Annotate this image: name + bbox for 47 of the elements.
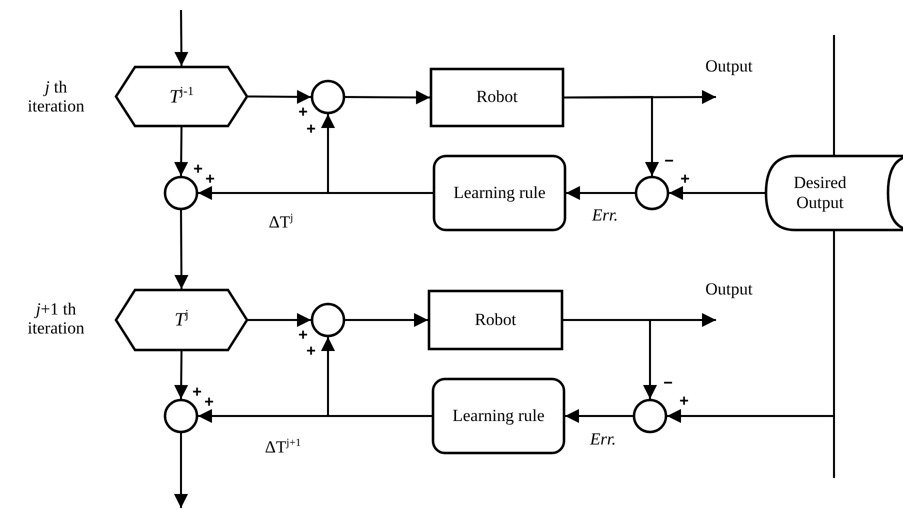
summing-junction [635,176,669,210]
arrow [563,319,657,399]
summing-junction [633,399,667,433]
sign-label: + [680,171,690,189]
sign-label: + [298,327,308,345]
sign-label: − [664,153,674,171]
summing-junction [311,80,345,114]
hexagon-block: T$^{j}$ [115,289,248,351]
summing-junction [311,303,345,337]
summing-junction [164,176,198,210]
sign-label: + [298,104,308,122]
process-box: Robot [430,68,564,127]
iteration-label: j+1 th iteration [26,300,86,338]
arrow [174,210,188,289]
arrow [669,186,765,200]
arrow [564,96,659,176]
sign-label: + [192,384,202,402]
sign-label: + [193,161,203,179]
edge-label: Output [704,280,754,300]
arrow [248,90,311,104]
sign-label: + [204,394,214,412]
sign-label: + [306,343,316,361]
sign-label: − [663,375,673,393]
storage-cylinder: Desired Output [765,155,903,231]
arrow [321,114,433,194]
arrow [345,90,430,104]
summing-junction [164,399,198,433]
sign-label: + [205,171,215,189]
arrow [345,313,428,327]
arrow [248,313,311,327]
connector-line [833,231,835,478]
arrow [174,126,188,176]
arrow [321,337,432,417]
process-box: Robot [428,290,563,350]
arrow [565,409,633,423]
iteration-label: j th iteration [26,78,86,116]
hexagon-block: T$^{j-1}$ [115,66,248,127]
arrow [566,186,635,200]
connector-line [833,35,835,155]
sign-label: + [306,121,316,139]
arrow [174,10,188,66]
arrow [174,350,188,400]
edge-label: Output [704,58,754,76]
sign-label: + [679,393,689,411]
rounded-box: Learning rule [433,155,566,231]
rounded-box: Learning rule [432,378,565,454]
arrow [174,433,188,508]
